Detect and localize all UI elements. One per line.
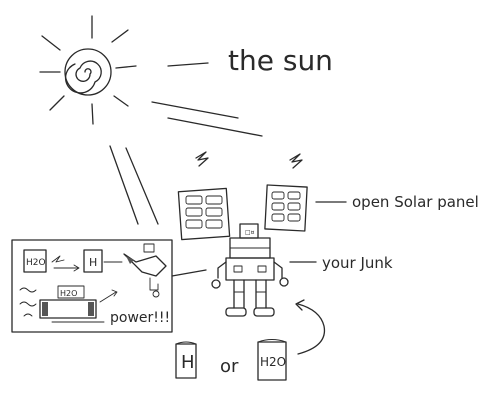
sun-rays (109, 101, 263, 225)
inset-cell-label: H2O (60, 289, 77, 298)
can-icon (175, 341, 197, 379)
robot-icon (123, 253, 167, 277)
robot-label: your Junk (322, 254, 393, 272)
fuel-right-label: H2O (260, 355, 286, 369)
arrowhead-icon (295, 299, 305, 311)
fuel-left-label: H (181, 352, 195, 373)
robot-icon: □¤ (211, 223, 289, 317)
can-icon (257, 339, 287, 381)
inset-water-label: H2O (26, 258, 46, 268)
svg-text:□¤: □¤ (245, 229, 255, 236)
lightning-icon (51, 255, 65, 263)
sun-leader-line (167, 62, 209, 67)
solar-panel-icon (177, 187, 231, 241)
sun-icon (39, 15, 137, 125)
curved-arrow-icon (297, 303, 326, 355)
can-icon (83, 249, 103, 273)
solar-panel-icon (264, 184, 308, 232)
process-inset: H2O H H2O power!!! (11, 239, 207, 333)
inset-power-label: power!!! (110, 310, 170, 326)
solar-panel-label: open Solar panel (352, 193, 479, 211)
lightning-icon (195, 151, 209, 167)
sun-label: the sun (228, 44, 333, 77)
or-label: or (220, 356, 239, 377)
can-icon (23, 249, 47, 273)
lightning-icon (289, 153, 303, 169)
inset-hydrogen-label: H (89, 256, 97, 269)
